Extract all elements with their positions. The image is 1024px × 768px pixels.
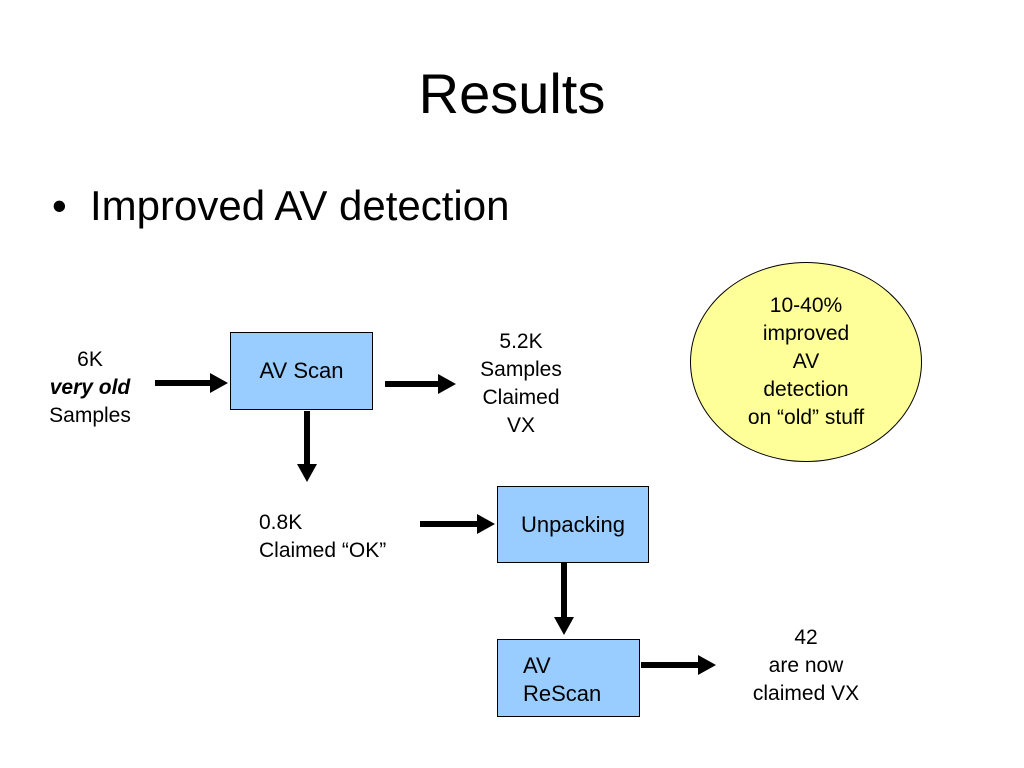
bullet-item: • Improved AV detection bbox=[52, 178, 509, 234]
av-rescan-line-1: AV bbox=[523, 653, 551, 678]
claimed-vx-line-4: VX bbox=[506, 414, 535, 437]
callout-line-3: AV bbox=[792, 350, 820, 373]
unpacking-box: Unpacking bbox=[497, 486, 649, 563]
unpacking-label: Unpacking bbox=[521, 511, 625, 537]
claimed-ok-line-1: 0.8K bbox=[259, 511, 303, 534]
claimed-vx-label: 5.2K Samples Claimed VX bbox=[460, 328, 582, 440]
callout-line-5: on “old” stuff bbox=[747, 406, 865, 429]
input-qualifier: very old bbox=[49, 376, 131, 399]
av-scan-box: AV Scan bbox=[230, 332, 373, 410]
input-samples-label: 6K very old Samples bbox=[30, 346, 150, 430]
callout-line-4: detection bbox=[763, 378, 849, 401]
now-claimed-label: 42 are now claimed VX bbox=[730, 624, 882, 708]
bullet-dot: • bbox=[52, 182, 67, 229]
input-count: 6K bbox=[77, 348, 103, 371]
bullet-text: Improved AV detection bbox=[90, 182, 510, 229]
claimed-vx-line-1: 5.2K bbox=[499, 330, 543, 353]
slide-title: Results bbox=[418, 62, 606, 125]
claimed-ok-label: 0.8K Claimed “OK” bbox=[259, 509, 429, 565]
callout-line-2: improved bbox=[762, 322, 850, 345]
claimed-vx-line-3: Claimed bbox=[482, 386, 560, 409]
av-scan-label: AV Scan bbox=[259, 358, 344, 383]
now-claimed-line-1: 42 bbox=[794, 626, 818, 649]
av-rescan-line-2: ReScan bbox=[523, 681, 602, 706]
claimed-vx-line-2: Samples bbox=[480, 358, 562, 381]
claimed-ok-line-2: Claimed “OK” bbox=[259, 539, 387, 562]
improvement-callout: 10-40% improved AV detection on “old” st… bbox=[690, 262, 922, 462]
now-claimed-line-2: are now bbox=[768, 654, 844, 677]
now-claimed-line-3: claimed VX bbox=[752, 682, 860, 705]
av-rescan-box: AV ReScan bbox=[497, 639, 640, 717]
callout-line-1: 10-40% bbox=[769, 294, 843, 317]
input-noun: Samples bbox=[49, 404, 131, 427]
